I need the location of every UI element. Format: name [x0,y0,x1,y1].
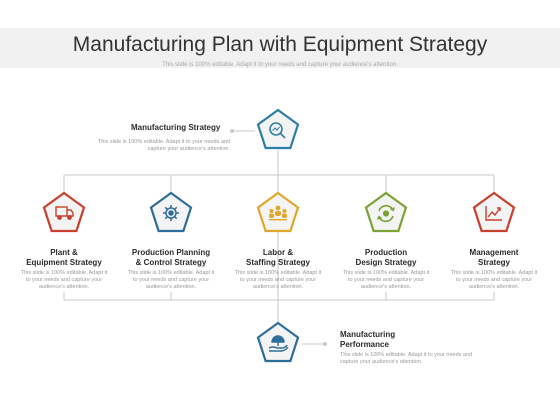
node-production-planning [149,191,193,235]
cycle-icon [376,204,396,223]
node-production-design [364,191,408,235]
desc-management: This slide is 100% editable. Adapt it to… [450,270,538,290]
top-node [256,108,300,152]
desc-production-planning: This slide is 100% editable. Adapt it to… [127,270,215,290]
top-label-dot [230,129,234,133]
bottom-desc: This slide is 100% editable. Adapt it to… [340,352,473,365]
node-management [472,191,516,235]
desc-labor-staffing: This slide is 100% editable. Adapt it to… [234,270,322,290]
desc-plant-equipment: This slide is 100% editable. Adapt it to… [20,270,108,290]
label-plant-equipment: Plant &Equipment Strategy [26,248,102,267]
truck-icon [55,206,74,220]
node-plant-equipment [42,191,86,235]
label-production-planning: Production Planning& Control Strategy [131,248,211,267]
team-icon [269,205,287,221]
growth-chart-icon [485,206,502,221]
label-labor-staffing: Labor &Staffing Strategy [245,248,310,267]
top-desc: This slide is 100% editable. Adapt it to… [97,139,230,152]
bottom-label-dot [323,342,327,346]
search-chart-icon [269,122,286,139]
node-labor-staffing [256,191,300,235]
title-band [0,28,560,68]
hand-umbrella-icon [268,335,289,352]
page-subtitle: This slide is 100% editable. Adapt it to… [162,62,398,68]
desc-production-design: This slide is 100% editable. Adapt it to… [342,270,430,290]
page-title: Manufacturing Plan with Equipment Strate… [72,33,488,56]
bottom-node [256,321,300,365]
gear-icon [163,205,179,221]
top-label: Manufacturing Strategy [131,123,221,132]
